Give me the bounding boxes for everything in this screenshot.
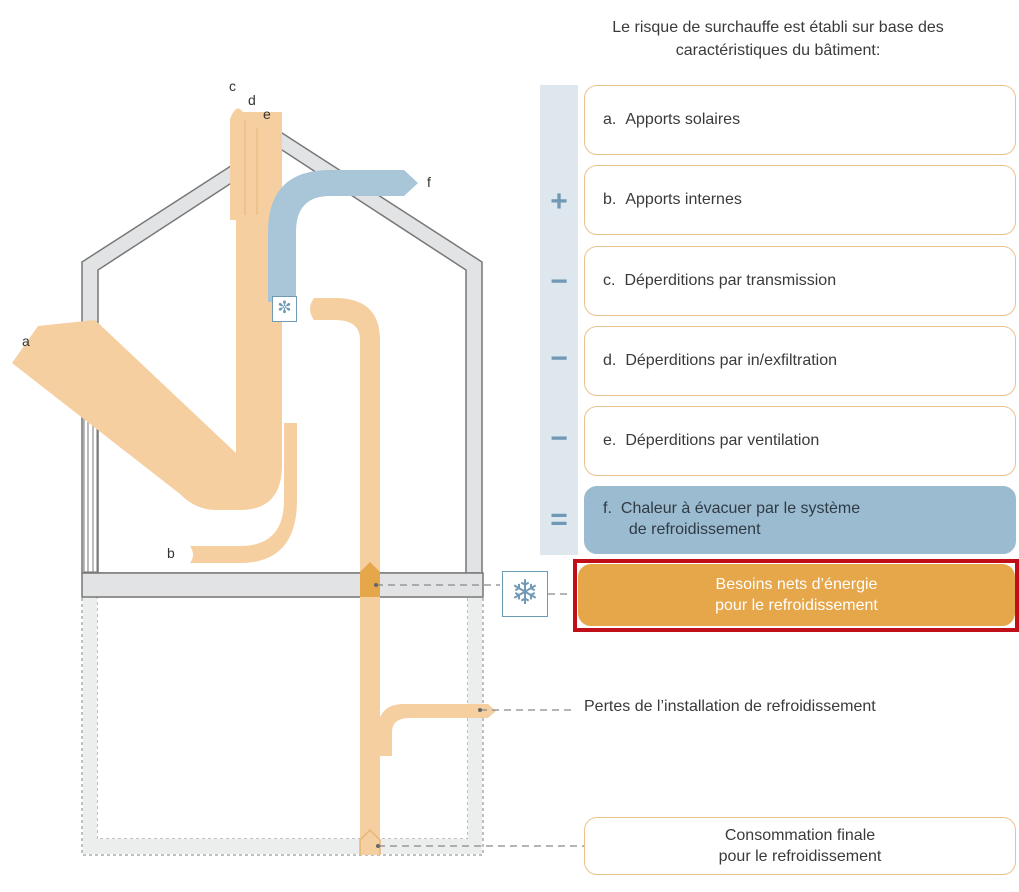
flow-infiltration-tip — [245, 118, 259, 220]
factor-label: Déperditions par ventilation — [625, 432, 820, 449]
label-e: e — [263, 106, 271, 122]
header-line-2: caractéristiques du bâtiment: — [675, 42, 881, 59]
flow-cooling-pipe — [310, 298, 380, 855]
factor-internal-gains: b. Apports internes — [584, 165, 1016, 235]
operator-sidebar — [540, 85, 578, 555]
label-a: a — [22, 333, 30, 349]
result-line-2: de refroidissement — [628, 521, 761, 538]
final-marker — [359, 828, 381, 855]
factor-ventilation-losses: e. Déperditions par ventilation — [584, 406, 1016, 476]
factor-label: Déperditions par transmission — [624, 272, 837, 289]
result-line-1: Chaleur à évacuer par le système — [620, 500, 861, 517]
operator-minus-ventilation: − — [550, 422, 568, 455]
flow-heat-to-evacuate — [268, 170, 418, 302]
flow-internal-gains — [190, 423, 297, 563]
result-heat-to-evacuate: f. Chaleur à évacuer par le système de r… — [584, 486, 1016, 554]
label-b: b — [167, 545, 175, 561]
factor-infiltration-losses: d. Déperditions par in/exfiltration — [584, 326, 1016, 396]
needs-line-2: pour le refroidissement — [715, 597, 878, 614]
needs-line-1: Besoins nets d’énergie — [715, 576, 878, 593]
floor-slab — [81, 572, 484, 598]
final-consumption: Consommation finale pour le refroidissem… — [584, 817, 1016, 875]
factor-label: Apports solaires — [625, 111, 741, 128]
final-line-2: pour le refroidissement — [718, 848, 882, 865]
factor-letter: c. — [603, 272, 616, 289]
snowflake-small-icon: ✼ — [272, 296, 297, 322]
factor-label: Déperditions par in/exfiltration — [625, 352, 838, 369]
operator-plus: + — [550, 185, 568, 218]
label-d: d — [248, 92, 256, 108]
flow-solar-gains — [12, 112, 282, 510]
operator-equals: = — [550, 503, 568, 536]
net-cooling-needs: Besoins nets d’énergie pour le refroidis… — [578, 564, 1015, 626]
final-line-1: Consommation finale — [724, 827, 876, 844]
factor-letter: e. — [603, 432, 617, 449]
basement-outline — [81, 596, 484, 856]
needs-marker — [360, 562, 380, 597]
label-c: c — [229, 78, 236, 94]
header: Le risque de surchauffe est établi sur b… — [548, 16, 1008, 62]
factor-label: Apports internes — [625, 191, 742, 208]
factor-transmission-losses: c. Déperditions par transmission — [584, 246, 1016, 316]
operator-minus-infiltration: − — [550, 342, 568, 375]
result-letter: f. — [603, 500, 612, 517]
snowflake-icon: ❄ — [502, 571, 548, 617]
label-f: f — [427, 174, 431, 190]
factor-letter: d. — [603, 352, 617, 369]
flow-installation-losses — [378, 704, 496, 756]
factor-letter: b. — [603, 191, 617, 208]
factor-letter: a. — [603, 111, 617, 128]
leader-lines — [376, 584, 584, 847]
installation-losses-label: Pertes de l’installation de refroidissem… — [584, 698, 876, 715]
result-text: Chaleur à évacuer par le système de refr… — [621, 498, 860, 540]
flow-transmission-tip — [230, 108, 246, 220]
operator-minus-transmission: − — [550, 265, 568, 298]
highlight-frame — [573, 559, 1019, 632]
flow-ventilation-tip — [256, 129, 268, 220]
header-line-1: Le risque de surchauffe est établi sur b… — [612, 19, 944, 36]
factor-solar-gains: a. Apports solaires — [584, 85, 1016, 155]
